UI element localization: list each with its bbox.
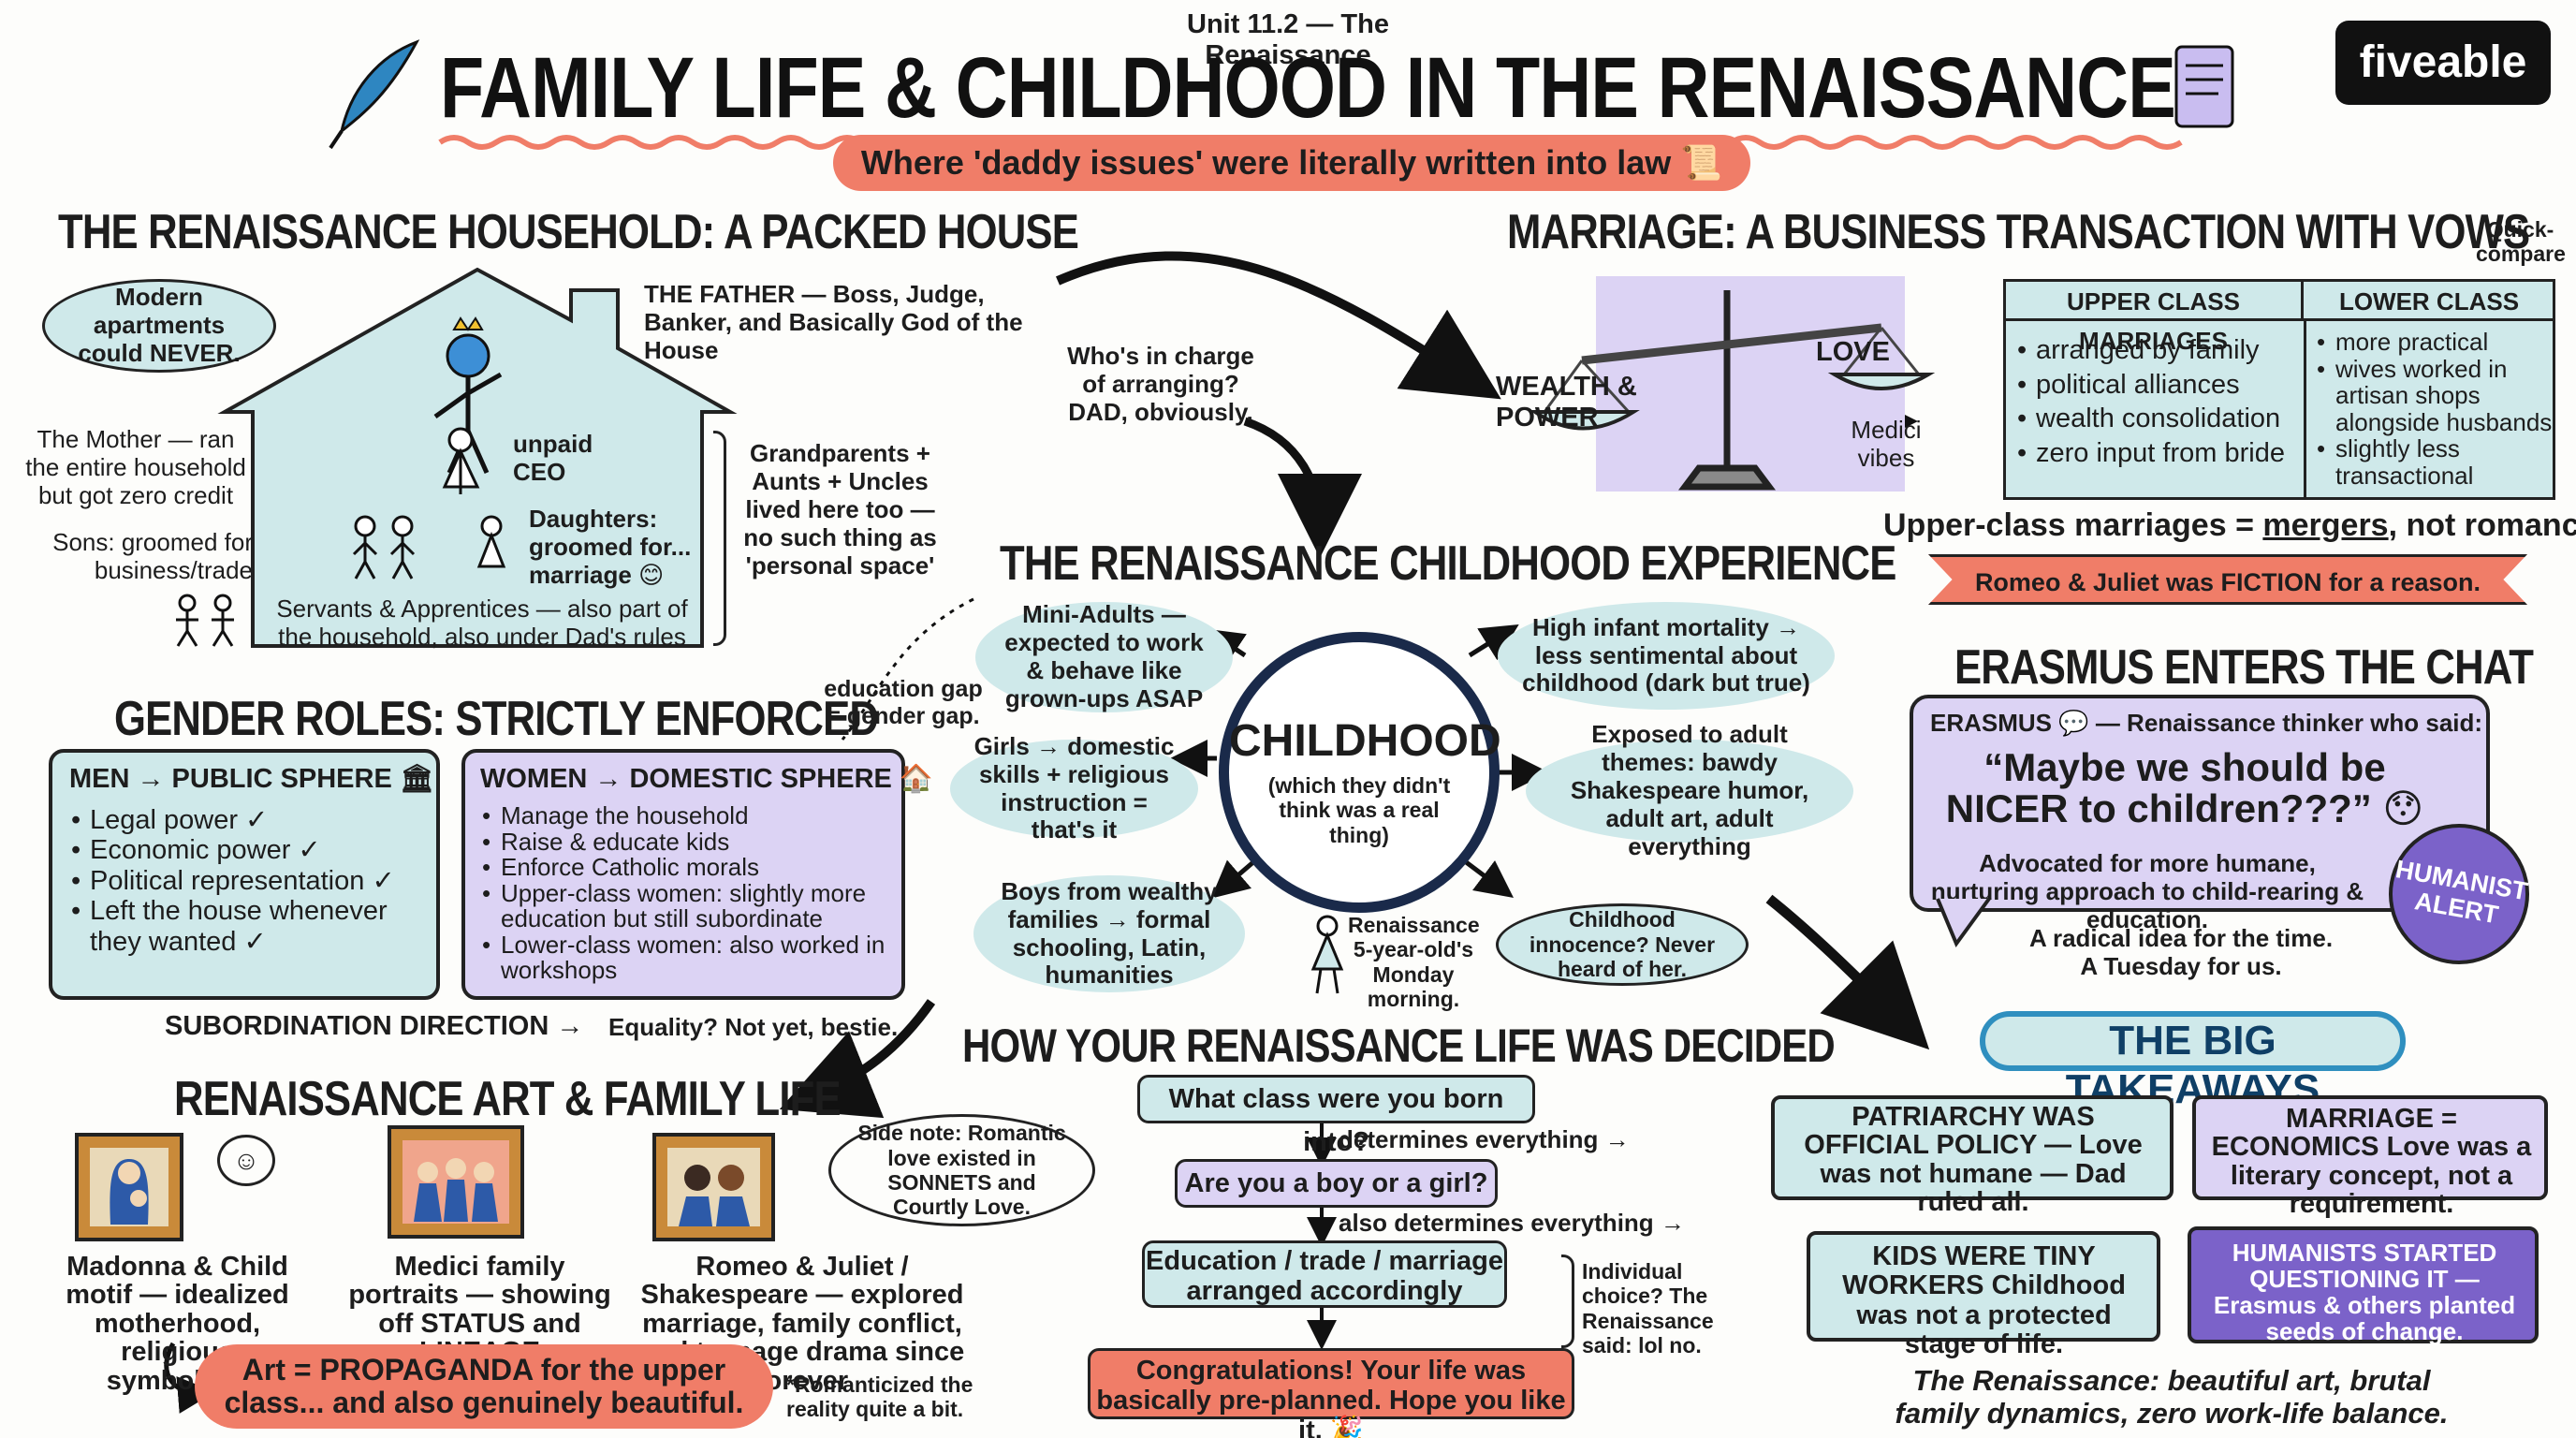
childhood-title: THE RENAISSANCE CHILDHOOD EXPERIENCE <box>1000 536 1896 591</box>
love-label: LOVE <box>1816 337 1890 367</box>
monday-label: Renaissance 5-year-old's Monday morning. <box>1348 913 1480 1012</box>
scroll-icon <box>2174 45 2234 128</box>
lower-class-list: more practical wives worked in artisan s… <box>2315 329 2554 490</box>
women-list: Manage the household Raise & educate kid… <box>480 802 900 984</box>
flow-step-congrats: Congratulations! Your life was basically… <box>1088 1348 1574 1438</box>
takeaway-humanists: HUMANISTS STARTED QUESTIONING IT — Erasm… <box>2188 1226 2539 1344</box>
arrow-to-erasmus <box>1765 894 1930 1050</box>
flow-title: HOW YOUR RENAISSANCE LIFE WAS DECIDED <box>962 1020 1836 1072</box>
side-note-bubble: Side note: Romantic love existed in SONN… <box>828 1114 1095 1226</box>
flow-step-gender: Are you a boy or a girl? <box>1175 1159 1498 1208</box>
romeo-fiction-banner: Romeo & Juliet was FICTION for a reason. <box>1928 554 2527 605</box>
men-list: Legal power ✓ Economic power ✓ Political… <box>69 805 434 957</box>
romeo-caption: Romeo & Juliet / Shakespeare — explored … <box>639 1252 965 1396</box>
men-title: MEN → PUBLIC SPHERE 🏛 <box>69 764 434 794</box>
equality-label: Equality? Not yet, bestie. <box>608 1013 899 1041</box>
lower-class-header: LOWER CLASS <box>2304 282 2554 321</box>
sons-label: Sons: groomed for business/trade <box>52 528 253 584</box>
erasmus-quote: “Maybe we should be NICER to children???… <box>1945 745 2424 831</box>
grandparents-bracket <box>713 431 726 646</box>
childhood-center-label: CHILDHOOD <box>1229 716 1501 766</box>
erasmus-title: ERASMUS ENTERS THE CHAT <box>1954 640 2534 695</box>
madonna-caption: Madonna & Child motif — idealized mother… <box>66 1252 289 1396</box>
servants-icon <box>176 594 234 647</box>
erasmus-label: ERASMUS 💬 — Renaissance thinker who said… <box>1930 709 2483 737</box>
upper-class-list: arranged by family political alliances w… <box>2015 333 2296 470</box>
arrow-dotted-edgap <box>841 597 974 741</box>
house-shape <box>217 267 738 648</box>
marriage-title: MARRIAGE: A BUSINESS TRANSACTION WITH VO… <box>1507 205 2530 259</box>
mother-label: The Mother — ran the entire household bu… <box>25 425 246 509</box>
mini-adults-bubble: Mini-Adults — expected to work & behave … <box>975 600 1233 712</box>
fiveable-logo[interactable]: fiveable <box>2335 21 2551 105</box>
arranging-label: Who's in charge of arranging? DAD, obvio… <box>1067 342 1254 426</box>
servants-label: Servants & Apprentices — also part of th… <box>276 594 688 651</box>
subordination-label: SUBORDINATION DIRECTION → <box>165 1011 584 1041</box>
women-title: WOMEN → DOMESTIC SPHERE 🏠 <box>480 764 934 794</box>
arrow-to-art <box>779 999 936 1119</box>
page-title: FAMILY LIFE & CHILDHOOD IN THE RENAISSAN… <box>440 40 2176 136</box>
baby-thought-icon: ☺ <box>217 1135 275 1186</box>
childhood-hub: CHILDHOOD (which they didn't think was a… <box>1219 632 1501 913</box>
individual-choice-label: Individual choice? The Renaissance said:… <box>1582 1259 1714 1358</box>
grandparents-label: Grandparents + Aunts + Uncles lived here… <box>743 439 937 580</box>
men-box: MEN → PUBLIC SPHERE 🏛 Legal power ✓ Econ… <box>49 749 440 1000</box>
daughters-label: Daughters: groomed for... marriage 😊 <box>529 505 692 589</box>
erasmus-advocated: Advocated for more humane, nurturing app… <box>1930 849 2364 933</box>
unit-label: Unit 11.2 — The Renaissance <box>1187 9 1389 70</box>
quick-compare-label: Quick-compare <box>2476 217 2566 267</box>
medici-vibes-label: Medici vibes <box>1851 416 1922 472</box>
girls-bubble: Girls → domestic skills + religious inst… <box>950 732 1198 844</box>
balance-scale-icon <box>1529 290 1936 491</box>
mergers-line: Upper-class marriages = mergers, not rom… <box>1883 507 2576 543</box>
madonna-frame-icon <box>75 1133 183 1241</box>
medici-frame-icon <box>388 1125 524 1239</box>
quick-compare-table: UPPER CLASS MARRIAGES LOWER CLASS arrang… <box>2003 279 2555 500</box>
exposed-bubble: Exposed to adult themes: bawdy Shakespea… <box>1526 720 1853 860</box>
propaganda-pill: Art = PROPAGANDA for the upper class... … <box>195 1344 773 1429</box>
subtitle-pill: Where 'daddy issues' were literally writ… <box>833 135 1750 191</box>
upper-class-header: UPPER CLASS MARRIAGES <box>2006 282 2304 355</box>
takeaways-title: THE BIG TAKEAWAYS <box>1980 1011 2406 1112</box>
radical-label: A radical idea for the time. A Tuesday f… <box>2028 924 2334 980</box>
women-box: WOMEN → DOMESTIC SPHERE 🏠 Manage the hou… <box>461 749 933 1000</box>
gender-title: GENDER ROLES: STRICTLY ENFORCED <box>114 692 879 746</box>
apartments-bubble: Modern apartments could NEVER. <box>42 279 276 373</box>
romeo-frame-icon <box>652 1133 775 1241</box>
childhood-center-sub: (which they didn't think was a real thin… <box>1267 773 1451 847</box>
takeaway-marriage: MARRIAGE = ECONOMICS Love was a literary… <box>2192 1095 2548 1219</box>
child-figure-icon <box>1310 915 1344 994</box>
art-title: RENAISSANCE ART & FAMILY LIFE <box>174 1072 842 1126</box>
speech-tail <box>1936 897 1991 948</box>
wealth-power-label: WEALTH & POWER <box>1496 372 1637 433</box>
closing-tagline: The Renaissance: beautiful art, brutal f… <box>1895 1364 2449 1430</box>
father-label: THE FATHER — Boss, Judge, Banker, and Ba… <box>644 280 1023 364</box>
unpaid-ceo-label: unpaid CEO <box>513 430 593 486</box>
arrow-father-to-marriage <box>1055 251 1501 400</box>
individual-bracket <box>1561 1255 1574 1348</box>
takeaway-patriarchy: PATRIARCHY WAS OFFICIAL POLICY — Love wa… <box>1771 1095 2174 1217</box>
romanticized-label: *Romanticized the reality quite a bit. <box>786 1372 973 1422</box>
flow-also-determines-label: also determines everything → <box>1339 1209 1685 1237</box>
takeaway-kids: KIDS WERE TINY WORKERS Childhood was not… <box>1807 1231 2160 1359</box>
education-gap-label: education gap = gender gap. <box>824 676 983 729</box>
flow-step-education: Education / trade / marriage arranged ac… <box>1142 1240 1507 1308</box>
innocence-bubble: Childhood innocence? Never heard of her. <box>1496 903 1749 986</box>
household-title: THE RENAISSANCE HOUSEHOLD: A PACKED HOUS… <box>58 205 1079 259</box>
quill-icon <box>329 39 420 150</box>
flow-step-class: What class were you born into? <box>1137 1075 1535 1157</box>
infant-mortality-bubble: High infant mortality → less sentimental… <box>1498 602 1835 710</box>
arrow-to-childhood <box>1243 417 1362 558</box>
flow-determines-label: determines everything → <box>1339 1125 1630 1153</box>
boys-bubble: Boys from wealthy families → formal scho… <box>973 875 1245 992</box>
